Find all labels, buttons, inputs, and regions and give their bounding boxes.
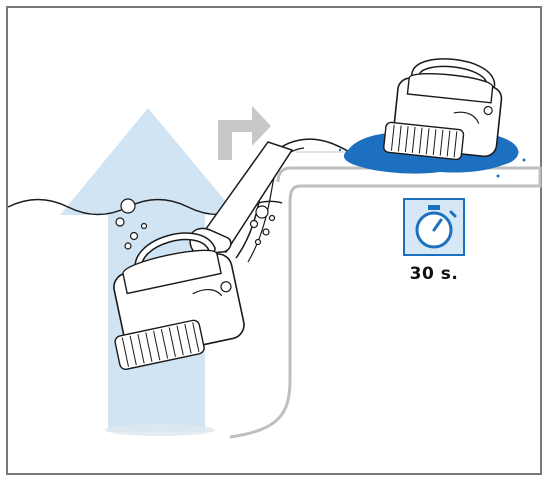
robot-in-water bbox=[113, 232, 245, 370]
pool-wall bbox=[229, 151, 542, 439]
robot-on-deck bbox=[383, 58, 503, 161]
turn-arrow bbox=[218, 106, 271, 160]
stopwatch-icon bbox=[403, 198, 465, 256]
air-bubbles bbox=[115, 198, 276, 250]
timer-label: 30 s. bbox=[409, 264, 459, 284]
